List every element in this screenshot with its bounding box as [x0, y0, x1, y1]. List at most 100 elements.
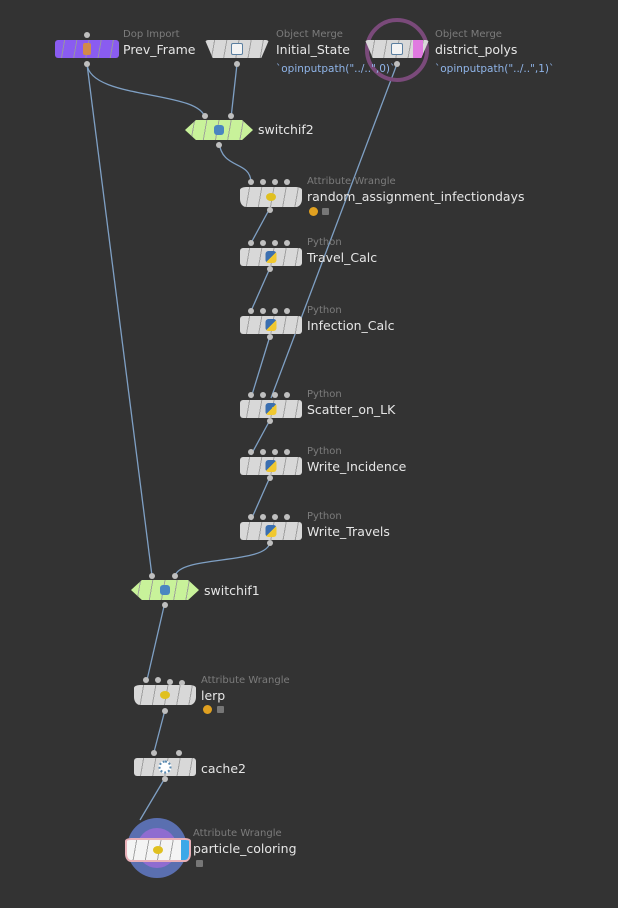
- input-connector[interactable]: [272, 449, 278, 455]
- node-type: Python: [307, 446, 342, 457]
- node-expression: `opinputpath("../..",1)`: [435, 63, 555, 75]
- node-body[interactable]: [365, 40, 429, 58]
- input-connector[interactable]: [284, 514, 290, 520]
- display-flag[interactable]: [181, 840, 189, 860]
- wire-incidence-travels: [250, 476, 271, 521]
- node-body[interactable]: [131, 580, 199, 600]
- input-connector[interactable]: [284, 240, 290, 246]
- switch-icon: [214, 125, 224, 135]
- node-name: Write_Travels: [307, 524, 390, 539]
- input-connector[interactable]: [272, 308, 278, 314]
- output-connector[interactable]: [267, 207, 273, 213]
- node-body[interactable]: [125, 838, 191, 862]
- output-connector[interactable]: [216, 142, 222, 148]
- node-body[interactable]: [240, 522, 302, 540]
- output-connector[interactable]: [162, 776, 168, 782]
- output-connector[interactable]: [162, 602, 168, 608]
- node-body[interactable]: [240, 187, 302, 207]
- node-body[interactable]: [185, 120, 253, 140]
- input-connector[interactable]: [155, 677, 161, 683]
- input-connector[interactable]: [248, 392, 254, 398]
- output-connector[interactable]: [267, 540, 273, 546]
- input-connector[interactable]: [272, 392, 278, 398]
- input-connector[interactable]: [272, 514, 278, 520]
- wire-switchif2-random: [218, 141, 252, 183]
- input-connector[interactable]: [272, 179, 278, 185]
- input-connector[interactable]: [260, 240, 266, 246]
- wire-initial-switchif2: [230, 63, 238, 119]
- node-name: particle_coloring: [193, 841, 297, 856]
- input-connector[interactable]: [260, 514, 266, 520]
- node-expression: `opinputpath("../..",0)`: [276, 63, 396, 75]
- output-connector[interactable]: [84, 61, 90, 67]
- python-icon: [265, 525, 277, 537]
- node-type: Attribute Wrangle: [193, 828, 282, 839]
- input-connector[interactable]: [272, 240, 278, 246]
- node-body[interactable]: [55, 40, 119, 58]
- python-icon: [265, 251, 277, 263]
- node-body[interactable]: [134, 758, 196, 776]
- input-connector[interactable]: [248, 179, 254, 185]
- lock-icon[interactable]: [322, 208, 329, 215]
- node-body[interactable]: [240, 400, 302, 418]
- wire-prevframe-switchif1: [86, 63, 153, 577]
- node-name: switchif1: [204, 583, 260, 598]
- input-connector[interactable]: [284, 449, 290, 455]
- warning-icon[interactable]: [309, 207, 318, 216]
- wire-district-scatter: [270, 63, 398, 399]
- object-merge-icon: [231, 43, 243, 55]
- node-body[interactable]: [240, 457, 302, 475]
- input-connector[interactable]: [260, 392, 266, 398]
- switch-icon: [160, 585, 170, 595]
- input-connector[interactable]: [248, 514, 254, 520]
- node-body[interactable]: [134, 685, 196, 705]
- node-name: Infection_Calc: [307, 318, 395, 333]
- wire-switchif1-lerp: [146, 601, 166, 681]
- input-connector[interactable]: [176, 750, 182, 756]
- output-connector[interactable]: [394, 61, 400, 67]
- output-connector[interactable]: [267, 334, 273, 340]
- node-name: Initial_State: [276, 42, 350, 57]
- input-connector[interactable]: [172, 573, 178, 579]
- input-connector[interactable]: [143, 677, 149, 683]
- selection-ring: [365, 18, 429, 82]
- input-connector[interactable]: [84, 32, 90, 38]
- lock-icon[interactable]: [217, 706, 224, 713]
- output-connector[interactable]: [267, 418, 273, 424]
- input-connector[interactable]: [248, 240, 254, 246]
- input-connector[interactable]: [260, 308, 266, 314]
- wire-travel-infection: [250, 267, 271, 312]
- output-connector[interactable]: [162, 708, 168, 714]
- node-name: Travel_Calc: [307, 250, 378, 265]
- node-body[interactable]: [205, 40, 269, 58]
- input-connector[interactable]: [284, 179, 290, 185]
- node-name: random_assignment_infectiondays: [307, 189, 525, 204]
- node-type: Python: [307, 511, 342, 522]
- input-connector[interactable]: [260, 179, 266, 185]
- warning-icon[interactable]: [203, 705, 212, 714]
- output-connector[interactable]: [267, 475, 273, 481]
- input-connector[interactable]: [284, 308, 290, 314]
- node-type: Python: [307, 305, 342, 316]
- node-body[interactable]: [240, 316, 302, 334]
- node-name: cache2: [201, 761, 246, 776]
- input-connector[interactable]: [260, 449, 266, 455]
- node-name: Scatter_on_LK: [307, 402, 396, 417]
- output-connector[interactable]: [234, 61, 240, 67]
- node-body[interactable]: [240, 248, 302, 266]
- input-connector[interactable]: [202, 113, 208, 119]
- output-connector[interactable]: [267, 266, 273, 272]
- input-connector[interactable]: [179, 680, 185, 686]
- template-flag[interactable]: [413, 40, 423, 58]
- lock-icon[interactable]: [196, 860, 203, 867]
- input-connector[interactable]: [167, 679, 173, 685]
- input-connector[interactable]: [284, 392, 290, 398]
- input-connector[interactable]: [149, 573, 155, 579]
- input-connector[interactable]: [228, 113, 234, 119]
- wrangle-icon: [266, 193, 276, 201]
- input-connector[interactable]: [248, 308, 254, 314]
- input-connector[interactable]: [248, 449, 254, 455]
- python-icon: [265, 403, 277, 415]
- dop-import-icon: [83, 43, 91, 55]
- input-connector[interactable]: [151, 750, 157, 756]
